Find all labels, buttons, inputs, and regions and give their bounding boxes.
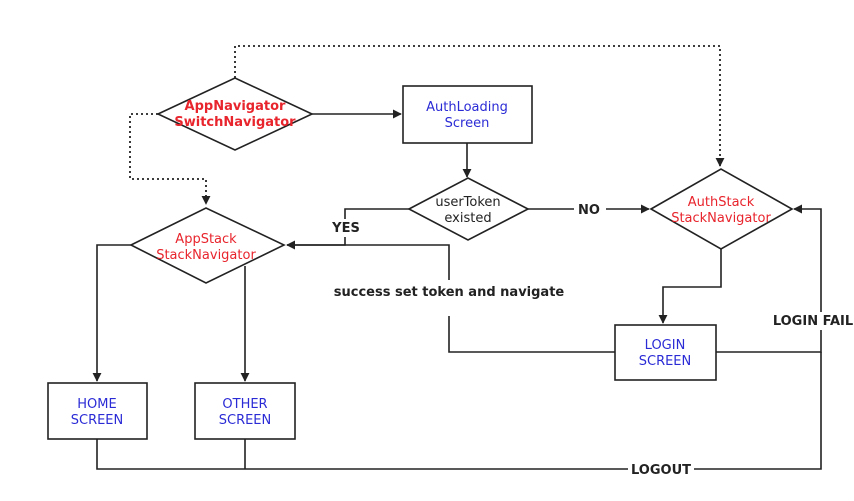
edge-label-login-fail: LOGIN FAIL [773, 314, 853, 329]
login-screen-line2: SCREEN [639, 354, 692, 369]
app-navigator-line1: AppNavigator [185, 99, 286, 114]
user-token-node: userToken existed [407, 177, 530, 241]
other-screen-line1: OTHER [222, 397, 267, 412]
home-screen-line2: SCREEN [71, 413, 124, 428]
user-token-line2: existed [444, 211, 491, 226]
auth-stack-line1: AuthStack [688, 195, 755, 210]
other-screen-node: OTHER SCREEN [194, 382, 296, 440]
app-stack-line1: AppStack [175, 232, 237, 247]
app-stack-node: AppStack StackNavigator [129, 207, 286, 284]
home-screen-node: HOME SCREEN [47, 382, 148, 440]
dotted-link-app-navigator-to-auth-stack [234, 45, 725, 167]
auth-loading-line2: Screen [445, 116, 490, 131]
edge-login-success-to-app-stack-upper [287, 244, 450, 280]
auth-loading-line1: AuthLoading [426, 100, 508, 115]
other-screen-line2: SCREEN [219, 413, 272, 428]
edge-label-no: NO [578, 203, 600, 218]
auth-loading-node: AuthLoading Screen [402, 85, 533, 144]
login-screen-node: LOGIN SCREEN [614, 324, 717, 381]
edge-label-success: success set token and navigate [334, 285, 565, 300]
edge-app-stack-to-home [92, 244, 131, 382]
user-token-line1: userToken [435, 195, 500, 210]
edge-login-fail [716, 204, 822, 353]
app-navigator-line2: SwitchNavigator [174, 115, 296, 130]
app-stack-line2: StackNavigator [156, 248, 256, 263]
edge-auth-stack-to-login [658, 249, 722, 324]
login-screen-line1: LOGIN [645, 338, 686, 353]
edge-login-success-to-app-stack [448, 316, 615, 353]
edge-label-yes: YES [331, 221, 360, 236]
app-navigator-node: AppNavigator SwitchNavigator [156, 77, 314, 151]
edge-label-logout: LOGOUT [631, 463, 691, 478]
auth-stack-node: AuthStack StackNavigator [649, 168, 794, 250]
auth-stack-line2: StackNavigator [671, 211, 771, 226]
edge-logout [96, 352, 822, 470]
home-screen-line1: HOME [77, 397, 116, 412]
